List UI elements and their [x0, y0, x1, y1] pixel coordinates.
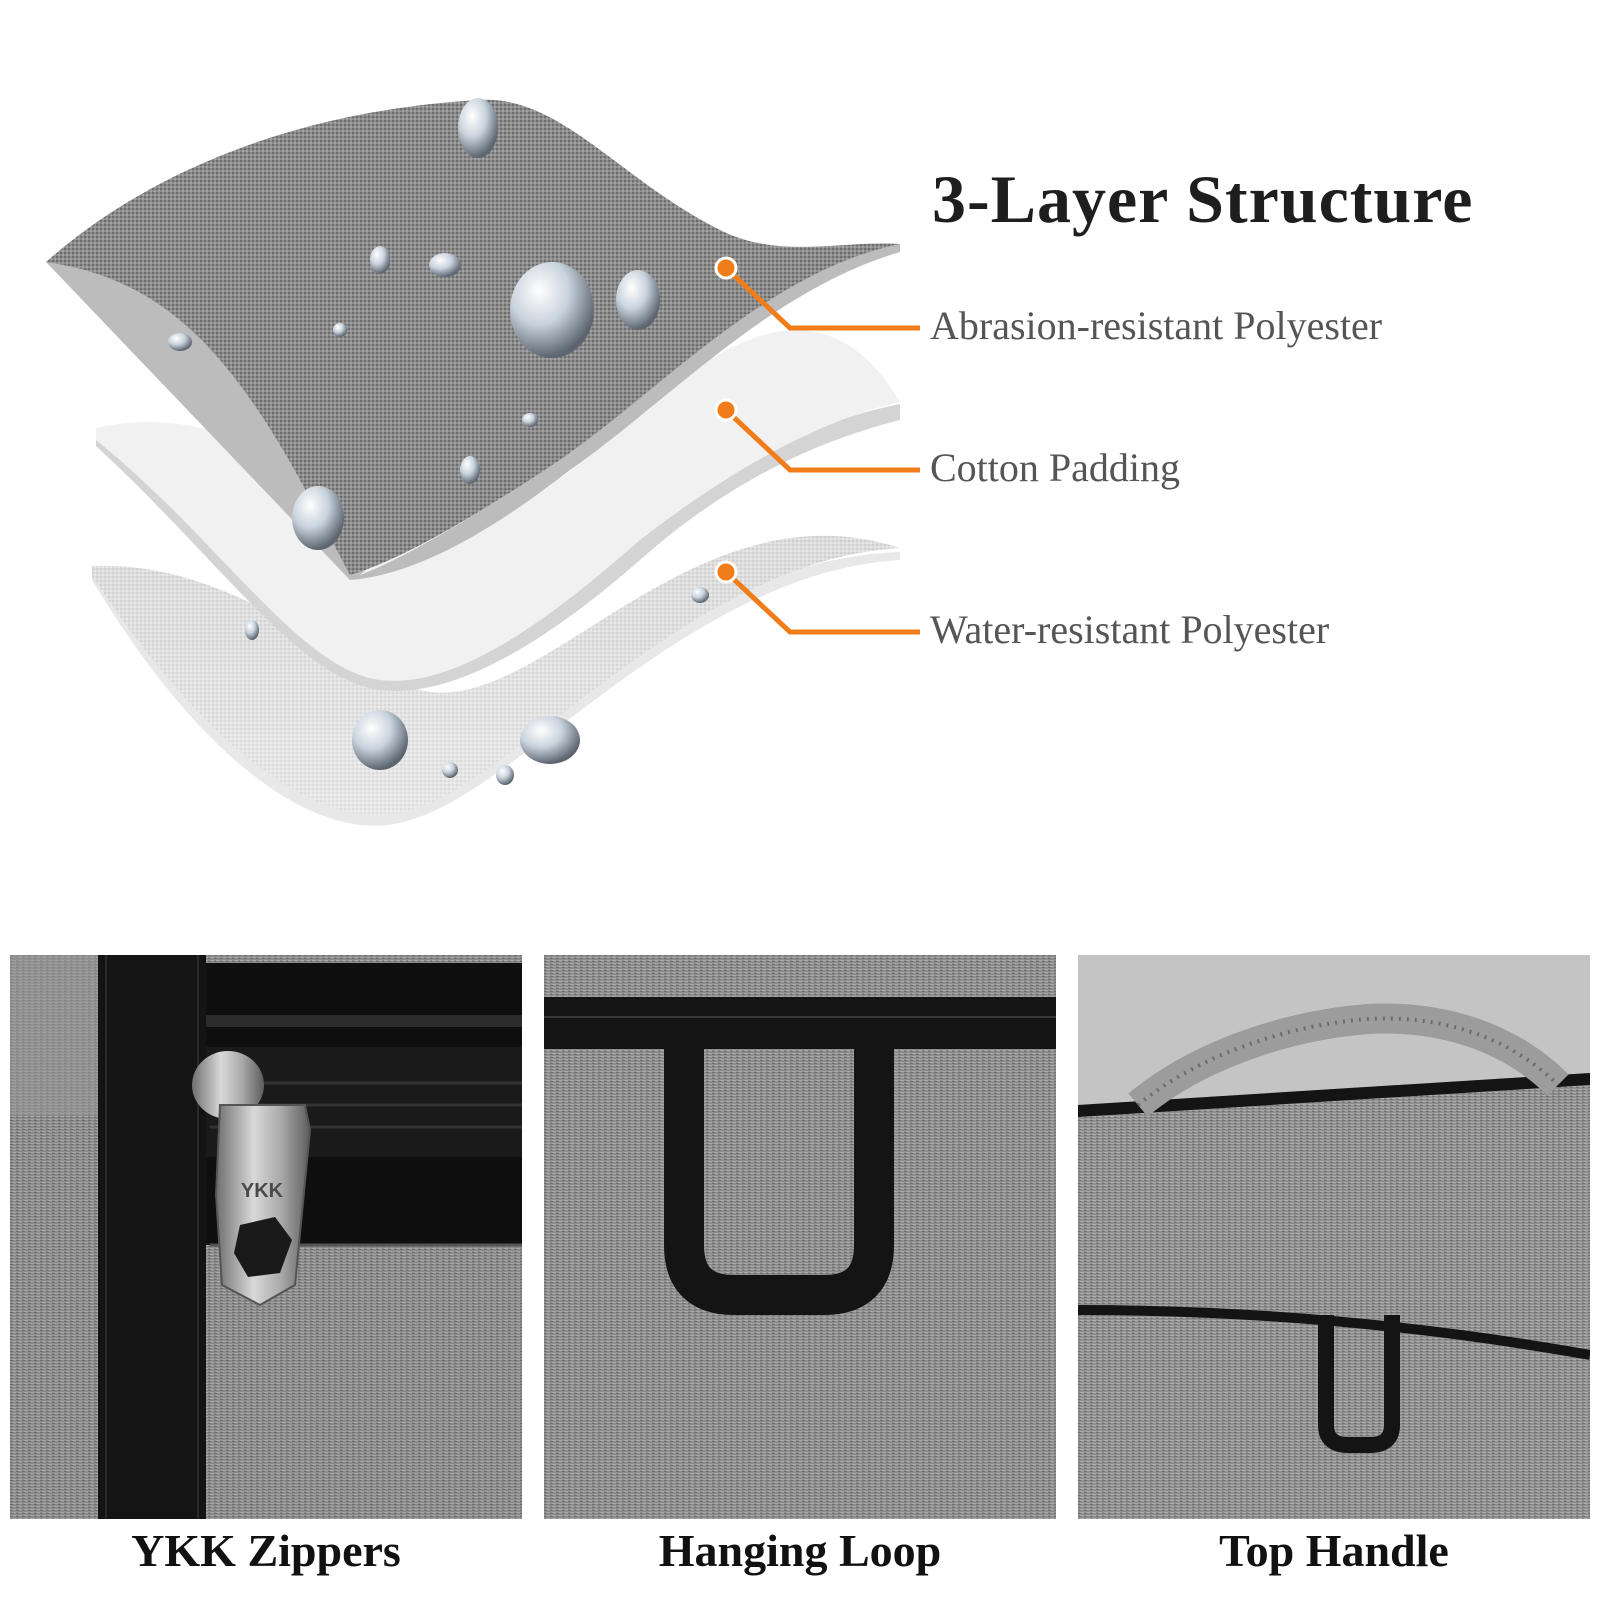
small-loop-icon [1318, 1315, 1400, 1453]
caption-hanging-loop: Hanging Loop [658, 1525, 942, 1576]
layer-label-abrasion: Abrasion-resistant Polyester [930, 303, 1383, 348]
zipper-pull-icon: YKK [192, 1051, 312, 1307]
cotton-padding-layer [96, 330, 900, 691]
fabric-layers-illustration [46, 98, 920, 826]
callout-dots [714, 256, 738, 584]
hanging-loop-feature-photo [544, 955, 1056, 1519]
water-resistant-layer [92, 535, 900, 826]
water-droplets [168, 98, 709, 785]
caption-ykk-zippers: YKK Zippers [131, 1525, 401, 1576]
layer-label-cotton: Cotton Padding [930, 445, 1181, 490]
top-handle-icon [1128, 1003, 1569, 1117]
abrasion-resistant-layer [46, 99, 900, 580]
layer-label-water: Water-resistant Polyester [930, 607, 1330, 652]
page-title: 3-Layer Structure [932, 161, 1474, 237]
hanging-loop-icon [664, 1049, 894, 1315]
callout-lines [724, 266, 920, 635]
zipper-feature-photo: YKK [10, 955, 522, 1519]
top-handle-feature-photo [1078, 955, 1590, 1519]
ykk-logo: YKK [241, 1180, 284, 1202]
caption-top-handle: Top Handle [1219, 1525, 1449, 1576]
